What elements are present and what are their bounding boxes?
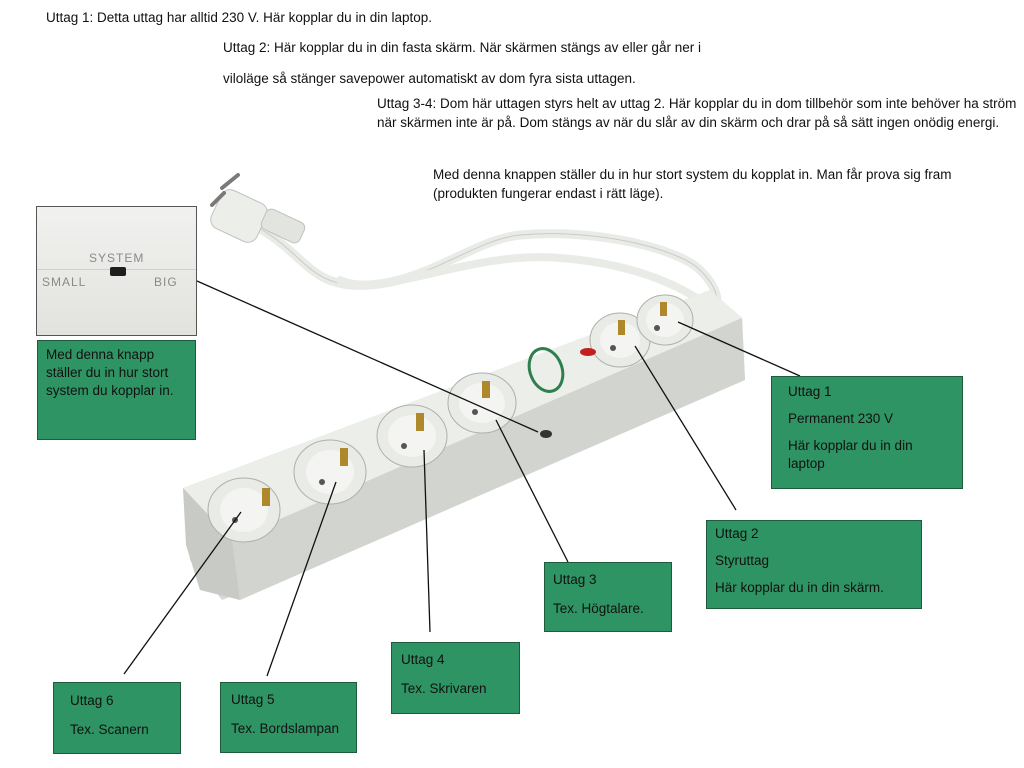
socket-2 bbox=[589, 312, 651, 368]
callout-line-switch bbox=[196, 280, 539, 433]
socket-5 bbox=[293, 439, 367, 505]
text-uttag34: Uttag 3-4: Dom här uttagen styrs helt av… bbox=[377, 96, 1017, 130]
callout-uttag1-title: Uttag 1 bbox=[788, 384, 832, 399]
socket-6 bbox=[207, 477, 281, 543]
callout-uttag5: Uttag 5 Tex. Bordslampan bbox=[220, 682, 357, 753]
callout-uttag2: Uttag 2 Styruttag Här kopplar du in din … bbox=[706, 520, 922, 609]
callout-line-u1 bbox=[677, 321, 801, 377]
callout-uttag2-line1: Styruttag bbox=[715, 553, 770, 568]
callout-uttag4-title: Uttag 4 bbox=[401, 652, 445, 667]
text-uttag2-line2: viloläge så stänger savepower automatisk… bbox=[223, 71, 636, 86]
callout-line-u5 bbox=[266, 481, 337, 677]
callout-line-u6 bbox=[123, 511, 242, 675]
brand-logo bbox=[527, 347, 565, 393]
callout-uttag4: Uttag 4 Tex. Skrivaren bbox=[391, 642, 520, 714]
callout-uttag2-title: Uttag 2 bbox=[715, 526, 759, 541]
label-small: SMALL bbox=[42, 275, 87, 289]
strip-system-switch bbox=[540, 430, 552, 438]
callout-uttag4-line1: Tex. Skrivaren bbox=[401, 681, 487, 696]
callout-uttag3-title: Uttag 3 bbox=[553, 572, 597, 587]
plug bbox=[210, 173, 306, 244]
callout-uttag1-line2: Här kopplar du in din laptop bbox=[788, 438, 913, 471]
callout-uttag6-line1: Tex. Scanern bbox=[70, 722, 149, 737]
text-uttag2-line1: Uttag 2: Här kopplar du in din fasta skä… bbox=[223, 40, 701, 55]
callout-uttag5-title: Uttag 5 bbox=[231, 692, 275, 707]
callout-uttag5-line1: Tex. Bordslampan bbox=[231, 721, 340, 736]
socket-3 bbox=[447, 372, 517, 434]
callout-uttag6: Uttag 6 Tex. Scanern bbox=[53, 682, 181, 754]
callout-line-u3 bbox=[495, 419, 569, 563]
text-uttag1: Uttag 1: Detta uttag har alltid 230 V. H… bbox=[46, 10, 432, 25]
callout-line-u4 bbox=[423, 449, 431, 633]
callout-switch: Med denna knapp ställer du in hur stort … bbox=[37, 340, 196, 440]
socket-4 bbox=[376, 404, 448, 468]
callout-uttag1-line1: Permanent 230 V bbox=[788, 411, 894, 426]
callout-switch-text: Med denna knapp ställer du in hur stort … bbox=[46, 347, 174, 398]
switch-closeup-photo: SYSTEM SMALL BIG bbox=[36, 206, 197, 336]
callout-uttag6-title: Uttag 6 bbox=[70, 693, 114, 708]
socket-1 bbox=[636, 294, 694, 346]
callout-uttag3-line1: Tex. Högtalare. bbox=[553, 601, 644, 616]
label-big: BIG bbox=[154, 275, 178, 289]
label-system: SYSTEM bbox=[89, 251, 145, 265]
callout-uttag3: Uttag 3 Tex. Högtalare. bbox=[544, 562, 672, 632]
callout-uttag2-line2: Här kopplar du in din skärm. bbox=[715, 580, 884, 595]
text-knapp: Med denna knappen ställer du in hur stor… bbox=[433, 167, 952, 201]
callout-line-u2 bbox=[634, 345, 737, 511]
callout-uttag1: Uttag 1 Permanent 230 V Här kopplar du i… bbox=[771, 376, 963, 489]
switch-knob-icon bbox=[110, 267, 126, 276]
indicator-light bbox=[580, 348, 596, 356]
